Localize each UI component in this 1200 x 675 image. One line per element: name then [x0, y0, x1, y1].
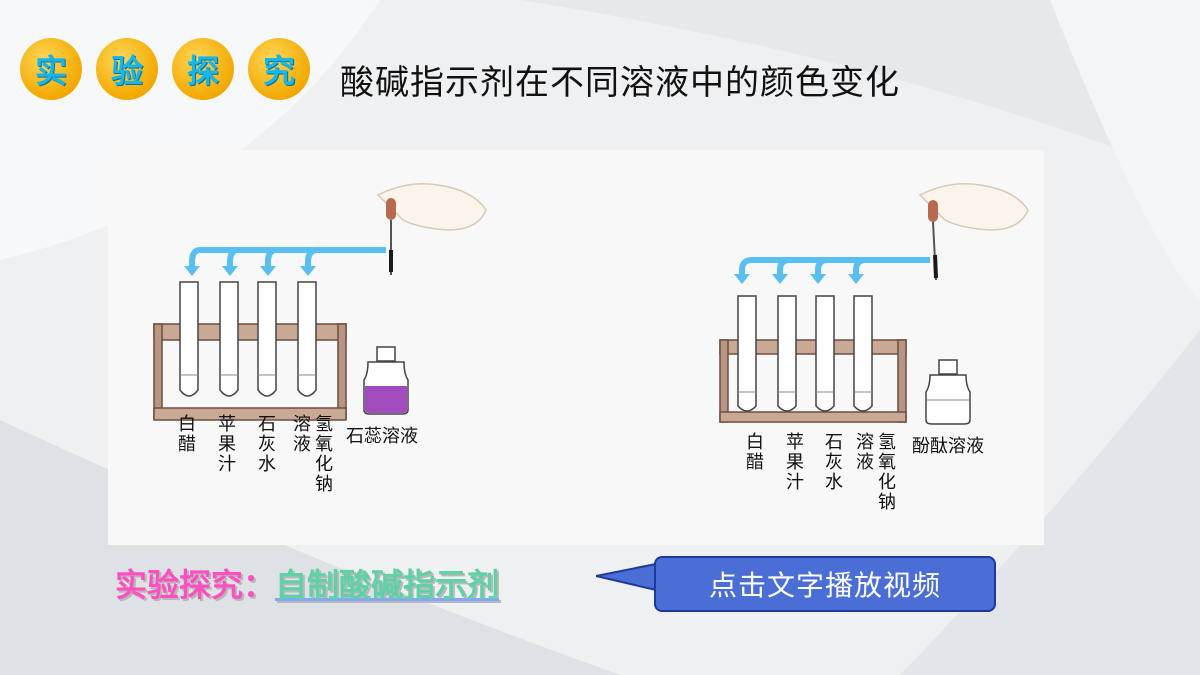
- left-tube-label-3: 石灰水: [255, 414, 276, 474]
- left-tube-label-5: 氢氧化钠: [312, 414, 333, 494]
- badge-1: 实: [20, 38, 82, 100]
- activity-line: 实验探究：自制酸碱指示剂: [115, 560, 499, 606]
- badge-2: 验: [96, 38, 158, 100]
- phenolphthalein-label: 酚酞溶液: [912, 436, 984, 457]
- activity-video-link[interactable]: 自制酸碱指示剂: [275, 566, 500, 604]
- left-dropper-bulb: [386, 198, 396, 220]
- experiment-drawing: [153, 183, 1029, 425]
- left-tube-label-2: 苹果汁: [215, 414, 236, 474]
- experiment-illustration: 白醋 苹果汁 石灰水 溶液 氢氧化钠 石蕊溶液 白醋 苹果汁 石灰水 溶液 氢氧…: [108, 150, 1044, 545]
- badge-3: 探: [172, 38, 234, 100]
- badge-4: 究: [248, 38, 310, 100]
- left-setup: [153, 183, 487, 421]
- litmus-label: 石蕊溶液: [346, 426, 418, 447]
- activity-prefix: 实验探究：: [115, 566, 276, 604]
- section-badges: 实 验 探 究: [20, 38, 310, 100]
- callout-pointer: [596, 562, 657, 592]
- right-tube-label-5: 氢氧化钠: [875, 432, 896, 512]
- play-video-callout[interactable]: 点击文字播放视频: [654, 556, 996, 612]
- right-tube-label-2: 苹果汁: [783, 432, 804, 492]
- right-tube-label-1: 白醋: [743, 432, 764, 472]
- left-tube-label-1: 白醋: [175, 414, 196, 454]
- right-tube-label-3: 石灰水: [822, 432, 843, 492]
- page-title: 酸碱指示剂在不同溶液中的颜色变化: [340, 63, 900, 103]
- right-setup: [719, 183, 1029, 425]
- left-tube-label-4: 溶液: [290, 414, 311, 454]
- right-tube-label-4: 溶液: [853, 432, 874, 472]
